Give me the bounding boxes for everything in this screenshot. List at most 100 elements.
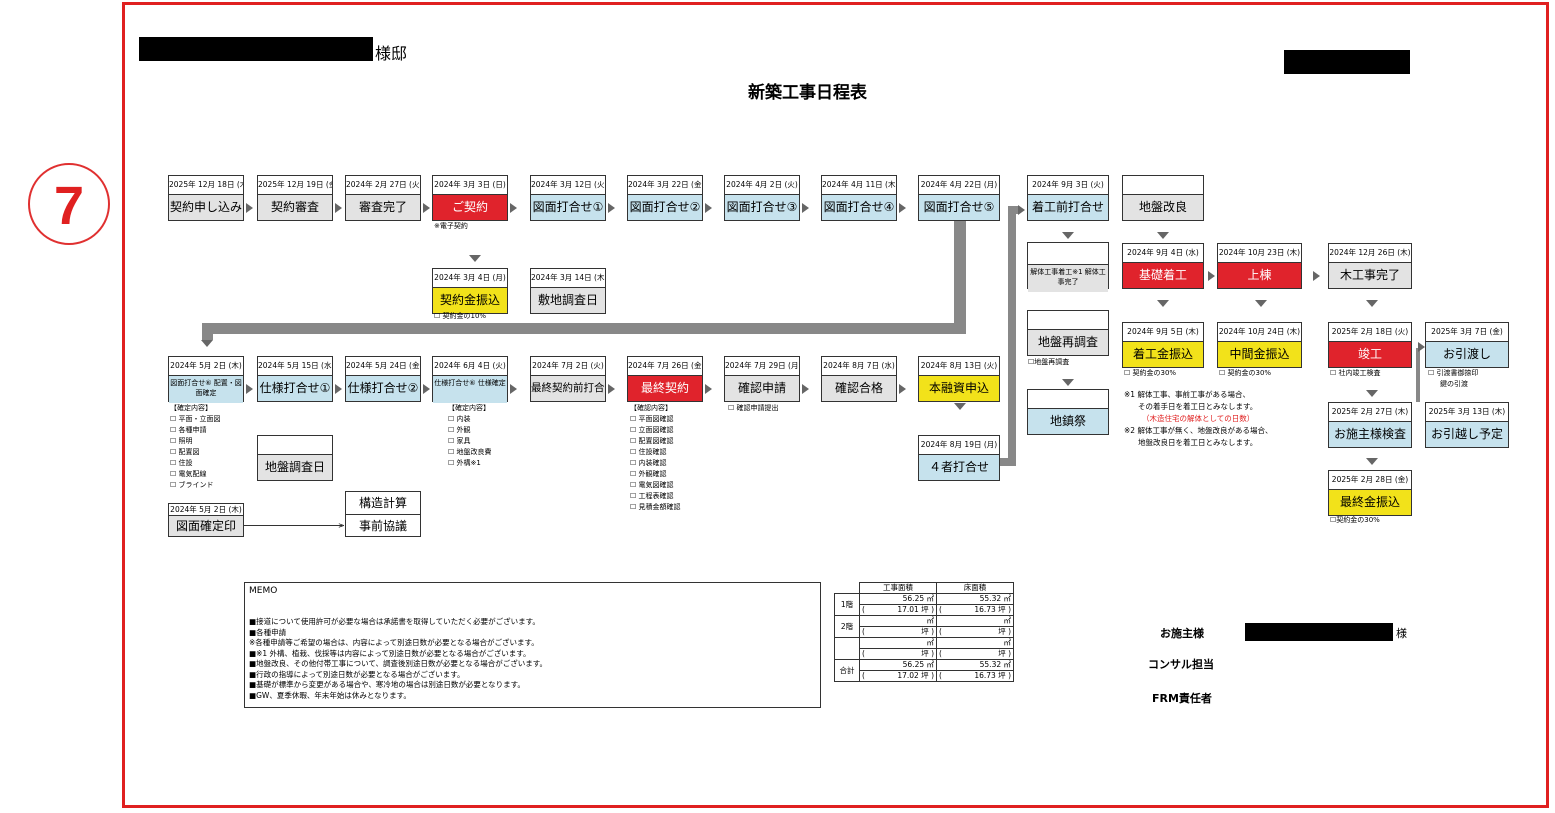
zumen-date: 2024年 5月 2日 (木) [169,505,243,516]
chakkin-label: 着工金振込 [1123,342,1203,367]
check-item: ☐ 住設確認 [630,448,667,456]
step-date: 2024年 3月 3日 (日) [433,176,507,195]
kozo-top: 構造計算 [346,492,420,515]
shunko-date: 2025年 2月 18日 (火) [1329,323,1411,342]
page-frame [122,2,1549,808]
row2-step-5: 2024年 7月 26日 (金)最終契約 [627,356,703,402]
check-item: ☐ ブラインド [170,481,214,489]
step-label: 図面打合せ③ [725,195,799,220]
right-arrow [705,203,712,213]
row2-step-3: 2024年 6月 4日 (火)仕様打合せ⑥ 仕様確定 [432,356,508,403]
row1-step-2: 2024年 2月 27日 (火)審査完了 [345,175,421,221]
memo-line: ■接道について使用許可が必要な場合は承諾書を取得していただく必要がございます。 [249,617,540,626]
survey2-box: 地盤調査日 [257,435,333,481]
hikiwatashi-box: 2025年 3月 7日 (金) お引渡し [1425,322,1509,368]
jichin-label: 地鎮祭 [1028,409,1108,434]
kozo-box: 構造計算 事前協議 [345,491,421,537]
frm-label: FRM責任者 [1152,692,1212,705]
down-arrow [1157,300,1169,307]
step-date: 2024年 5月 2日 (木) [169,357,243,376]
kakunin-note: ☐ 確認申請提出 [728,404,779,412]
row2-step-7: 2024年 8月 7日 (水)確認合格 [821,356,897,402]
zumen-label: 図面確定印 [169,516,243,536]
memo-line: ※各種申請等ご希望の場合は、内容によって別途日数が必要となる場合がございます。 [249,638,539,647]
check-item: ☐ 外構※1 [448,459,481,467]
step-label: 本融資申込 [919,376,999,401]
pay1-note: ☐ 契約金の10% [434,312,487,320]
check-item: ☐ 平面図確認 [630,415,674,423]
area-header-1: 工事面積 [859,582,937,594]
hikiwatashi-label: お引渡し [1426,342,1508,367]
page-title: 新築工事日程表 [748,83,867,103]
pay1-date: 2024年 3月 4日 (月) [433,269,507,288]
survey1-label: 敷地調査日 [531,288,605,313]
down-arrow [1062,232,1074,239]
right-arrow [802,384,809,394]
right-arrow [1208,271,1215,281]
kairyo-box: 地盤改良 [1122,175,1204,221]
check-item: ☐ 住設 [170,459,193,467]
kozo-bottom: 事前協議 [358,519,407,533]
step-label: 仕様打合せ② [346,376,420,401]
connector [202,323,213,340]
step-date: 2024年 7月 29日 (月) [725,357,799,376]
step-label: 契約申し込み [169,195,243,220]
chakkin-box: 2024年 9月 5日 (木) 着工金振込 [1122,322,1204,368]
row2-step-1: 2024年 5月 15日 (水)仕様打合せ① [257,356,333,402]
check-item: ☐ 電気図確認 [630,481,674,489]
step-date: 2024年 3月 12日 (火) [531,176,605,195]
connector [1416,348,1420,402]
sekeng-label: お施主様検査 [1329,422,1411,447]
yonsha-date: 2024年 8月 19日 (月) [919,436,999,455]
footnotes: ※1 解体工事、事前工事がある場合、 その着手日を着工日とみなします。 （木造住… [1124,390,1273,447]
row1-note: ※電子契約 [434,222,468,230]
right-arrow [335,203,342,213]
check-item: ☐ 内装 [448,415,471,423]
row1-step-4: 2024年 3月 12日 (火)図面打合せ① [530,175,606,221]
zumen-box: 2024年 5月 2日 (木) 図面確定印 [168,503,244,537]
step-date: 2024年 2月 27日 (火) [346,176,420,195]
row2-step-8: 2024年 8月 13日 (火)本融資申込 [918,356,1000,402]
down-arrow [469,255,481,262]
check-item: ☐ 電気配線 [170,470,207,478]
pay1-box: 2024年 3月 4日 (月) 契約金振込 [432,268,508,314]
owner-suffix: 様 [1396,627,1407,640]
chakko-date: 2024年 9月 3日 (火) [1028,176,1108,195]
memo-line: ■※1 外構、植栽、伐採等は内容によって別途日数が必要となる場合がございます。 [249,648,531,658]
right-arrow [246,384,253,394]
fixed2-title: 【確定内容】 [448,404,490,412]
kaitai-box: 解体工事着工※1 解体工事完了 [1027,242,1109,292]
jichin-box: 地鎮祭 [1027,389,1109,435]
saishu-date: 2025年 2月 28日 (金) [1329,471,1411,490]
memo-title: MEMO [249,586,278,596]
step-label: 仕様打合せ① [258,376,332,401]
hikkoshi-box: 2025年 3月 13日 (木) お引越し予定 [1425,402,1509,448]
step-date: 2025年 12月 18日 (木) [169,176,243,195]
check-item: ☐ 地盤改良費 [448,448,492,456]
right-arrow [423,384,430,394]
row2-step-4: 2024年 7月 2日 (火)最終契約前打合せ [530,356,606,402]
check-item: ☐ 立面図確認 [630,426,674,434]
check-item: ☐ 各種申請 [170,426,207,434]
row1-step-5: 2024年 3月 22日 (金)図面打合せ② [627,175,703,221]
area-header-2: 床面積 [936,582,1014,594]
step-label: 仕様打合せ⑥ 仕様確定 [433,376,507,403]
connector [954,221,966,334]
row1-step-3: 2024年 3月 3日 (日)ご契約 [432,175,508,221]
chakkin-date: 2024年 9月 5日 (木) [1123,323,1203,342]
sekeng-date: 2025年 2月 27日 (木) [1329,403,1411,422]
check-item: ☐ 外観 [448,426,471,434]
right-arrow [899,384,906,394]
memo-lines: ■接道について使用許可が必要な場合は承諾書を取得していただく必要がございます。 ■… [249,617,547,701]
step-date: 2024年 6月 4日 (火) [433,357,507,376]
fixed3-title: 【確認内容】 [630,404,672,412]
step-date: 2024年 4月 22日 (月) [919,176,999,195]
connector [1008,206,1019,214]
yonsha-box: 2024年 8月 19日 (月) ４者打合せ [918,435,1000,481]
fixed1-title: 【確定内容】 [170,404,212,412]
chukan-date: 2024年 10月 24日 (木) [1218,323,1301,342]
right-arrow [510,384,517,394]
step-number-badge: 7 [28,163,110,245]
redacted-owner [1245,623,1393,641]
